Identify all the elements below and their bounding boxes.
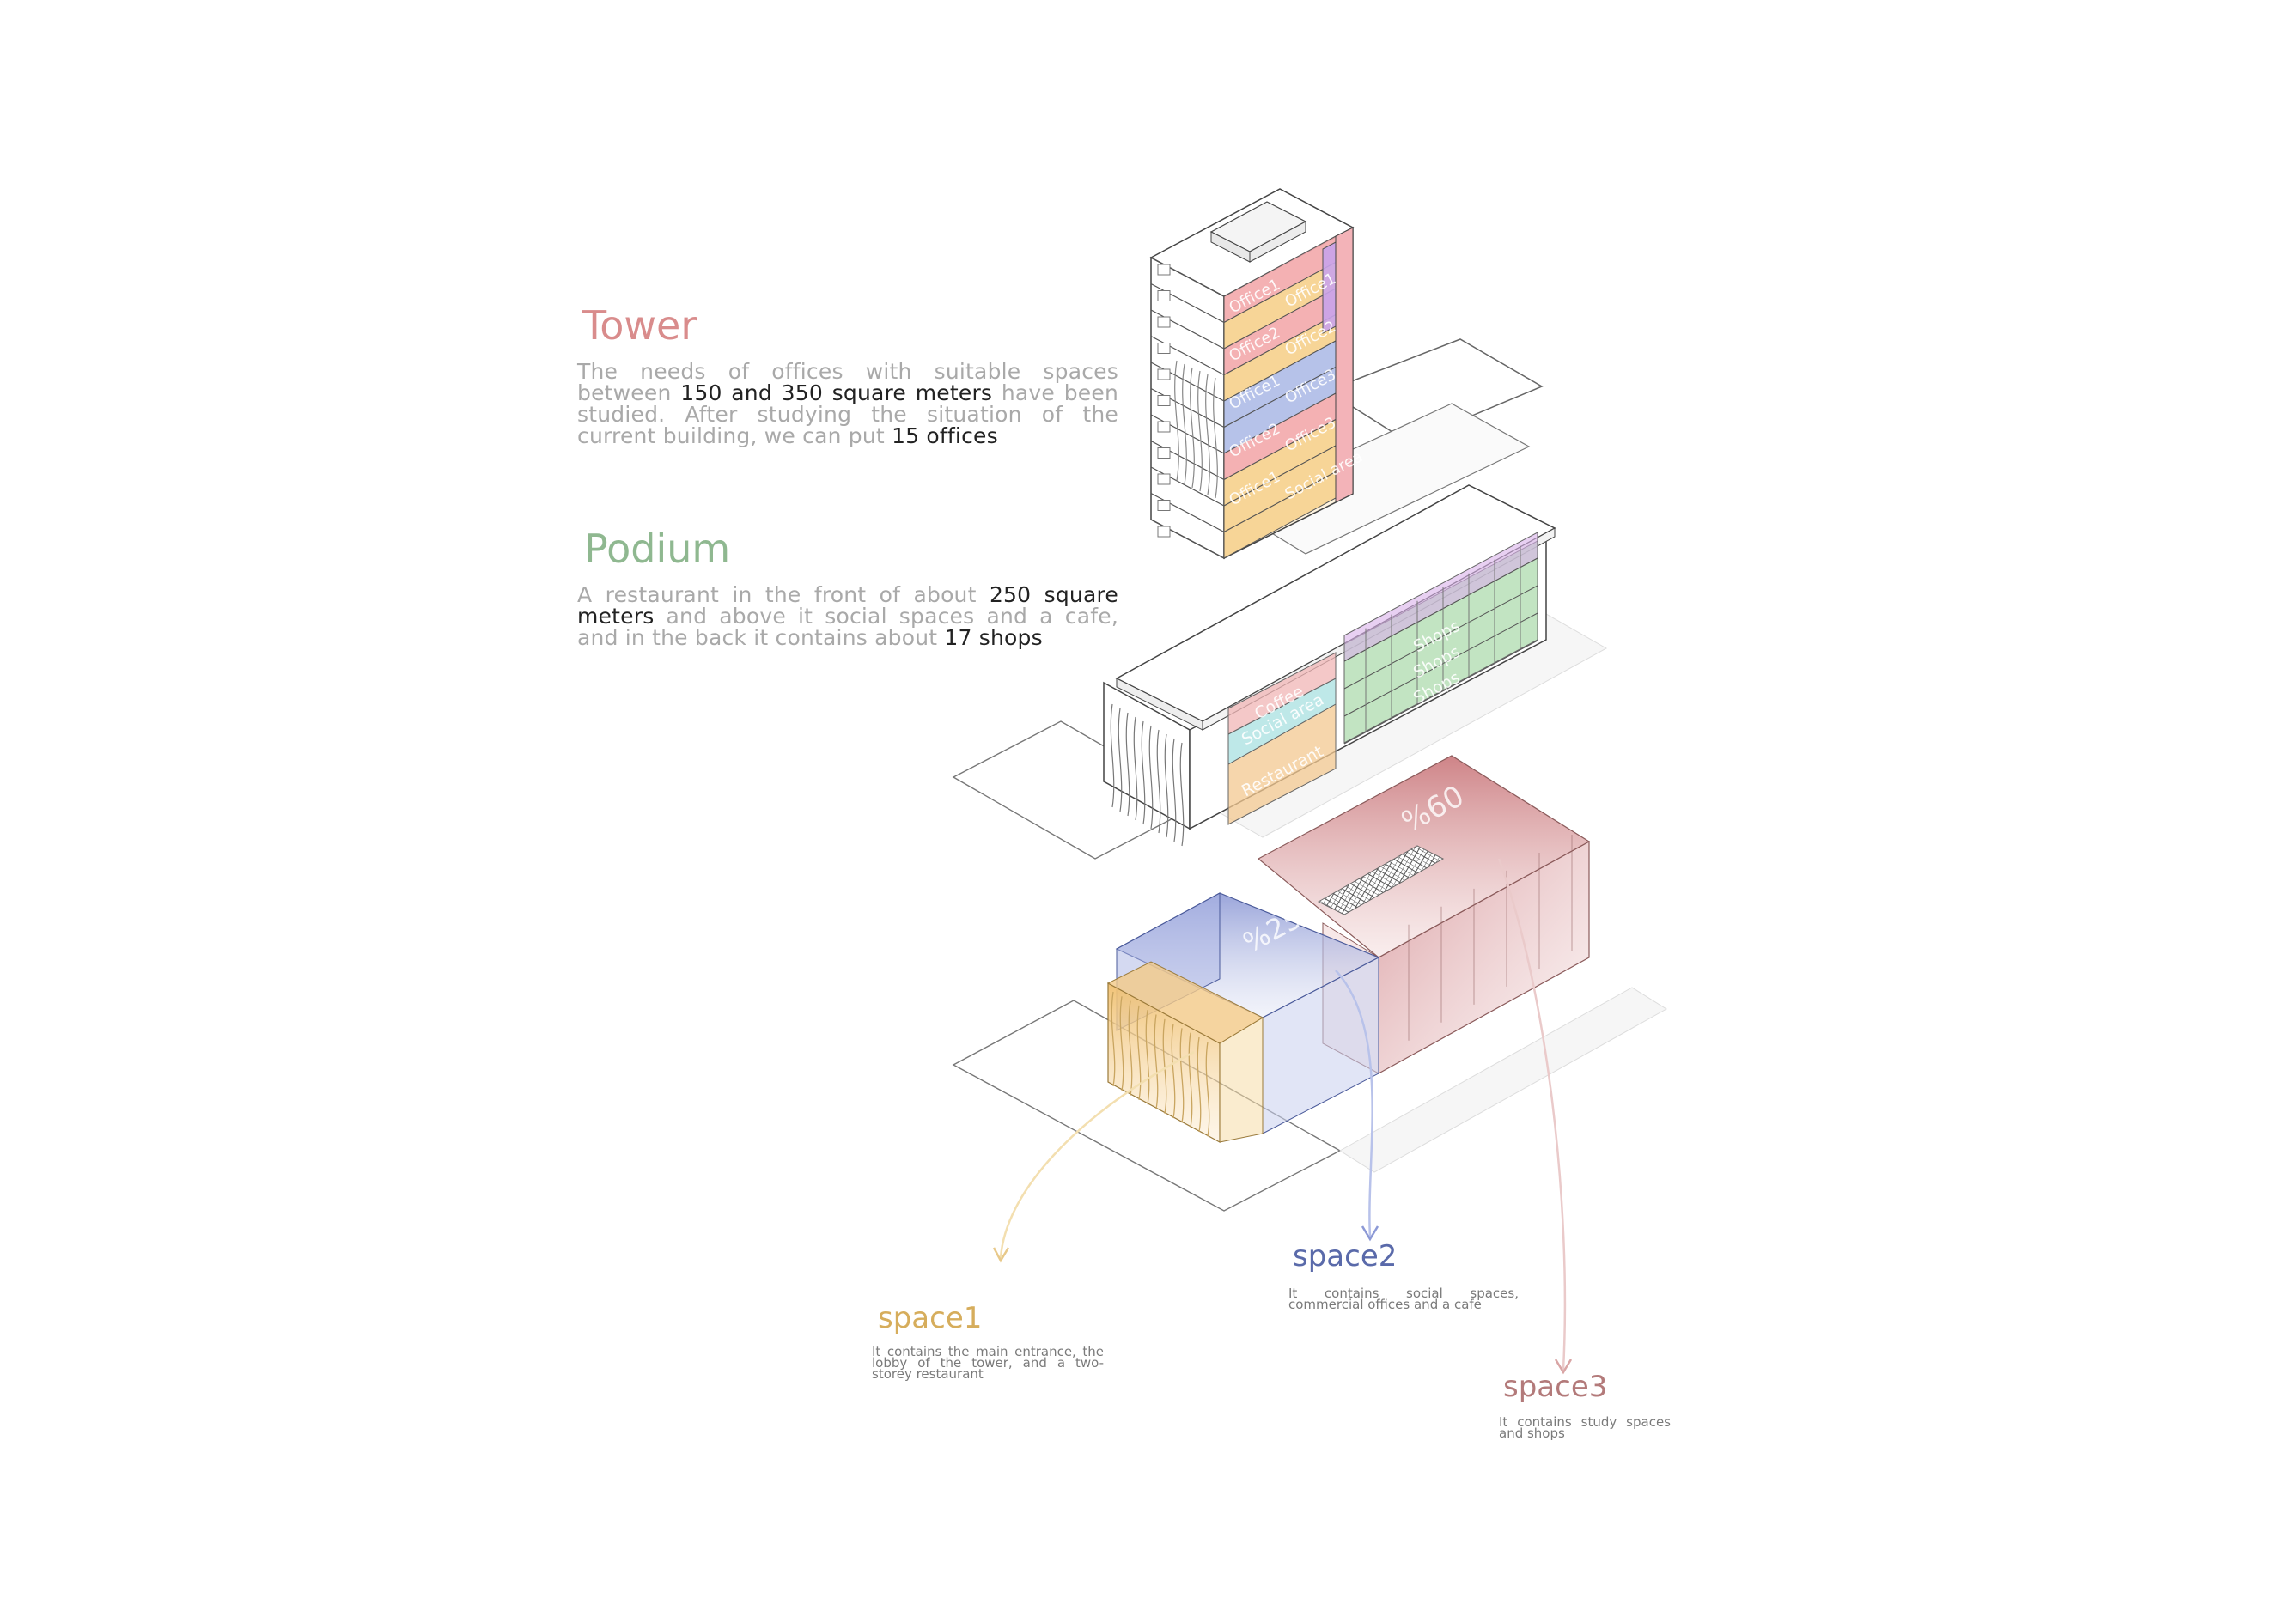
space2-title: space2 — [1293, 1239, 1397, 1273]
tower-description: The needs of offices with suitable space… — [577, 361, 1118, 447]
tower-window — [1158, 501, 1170, 511]
tower-window — [1158, 474, 1170, 484]
space1-title: space1 — [878, 1301, 982, 1335]
podium-title: Podium — [584, 526, 730, 572]
tower-window — [1158, 343, 1170, 354]
space2-description: It contains social spaces, commercial of… — [1288, 1288, 1519, 1310]
tower-title: Tower — [582, 302, 697, 349]
space3-description: It contains study spaces and shops — [1499, 1417, 1671, 1439]
space3-title: space3 — [1503, 1370, 1607, 1404]
tower-text-part: 15 offices — [892, 423, 998, 448]
tower-window — [1158, 448, 1170, 459]
space1-description: It contains the main entrance, the lobby… — [872, 1346, 1104, 1380]
tower-window — [1158, 291, 1170, 301]
tower-window — [1158, 317, 1170, 327]
podium-text-part: 17 shops — [944, 625, 1042, 650]
tower-window — [1158, 526, 1170, 537]
tower-window — [1158, 264, 1170, 275]
tower-window — [1158, 369, 1170, 380]
tower-window — [1158, 396, 1170, 406]
podium-description: A restaurant in the front of about 250 s… — [577, 584, 1118, 648]
tower-window — [1158, 422, 1170, 432]
